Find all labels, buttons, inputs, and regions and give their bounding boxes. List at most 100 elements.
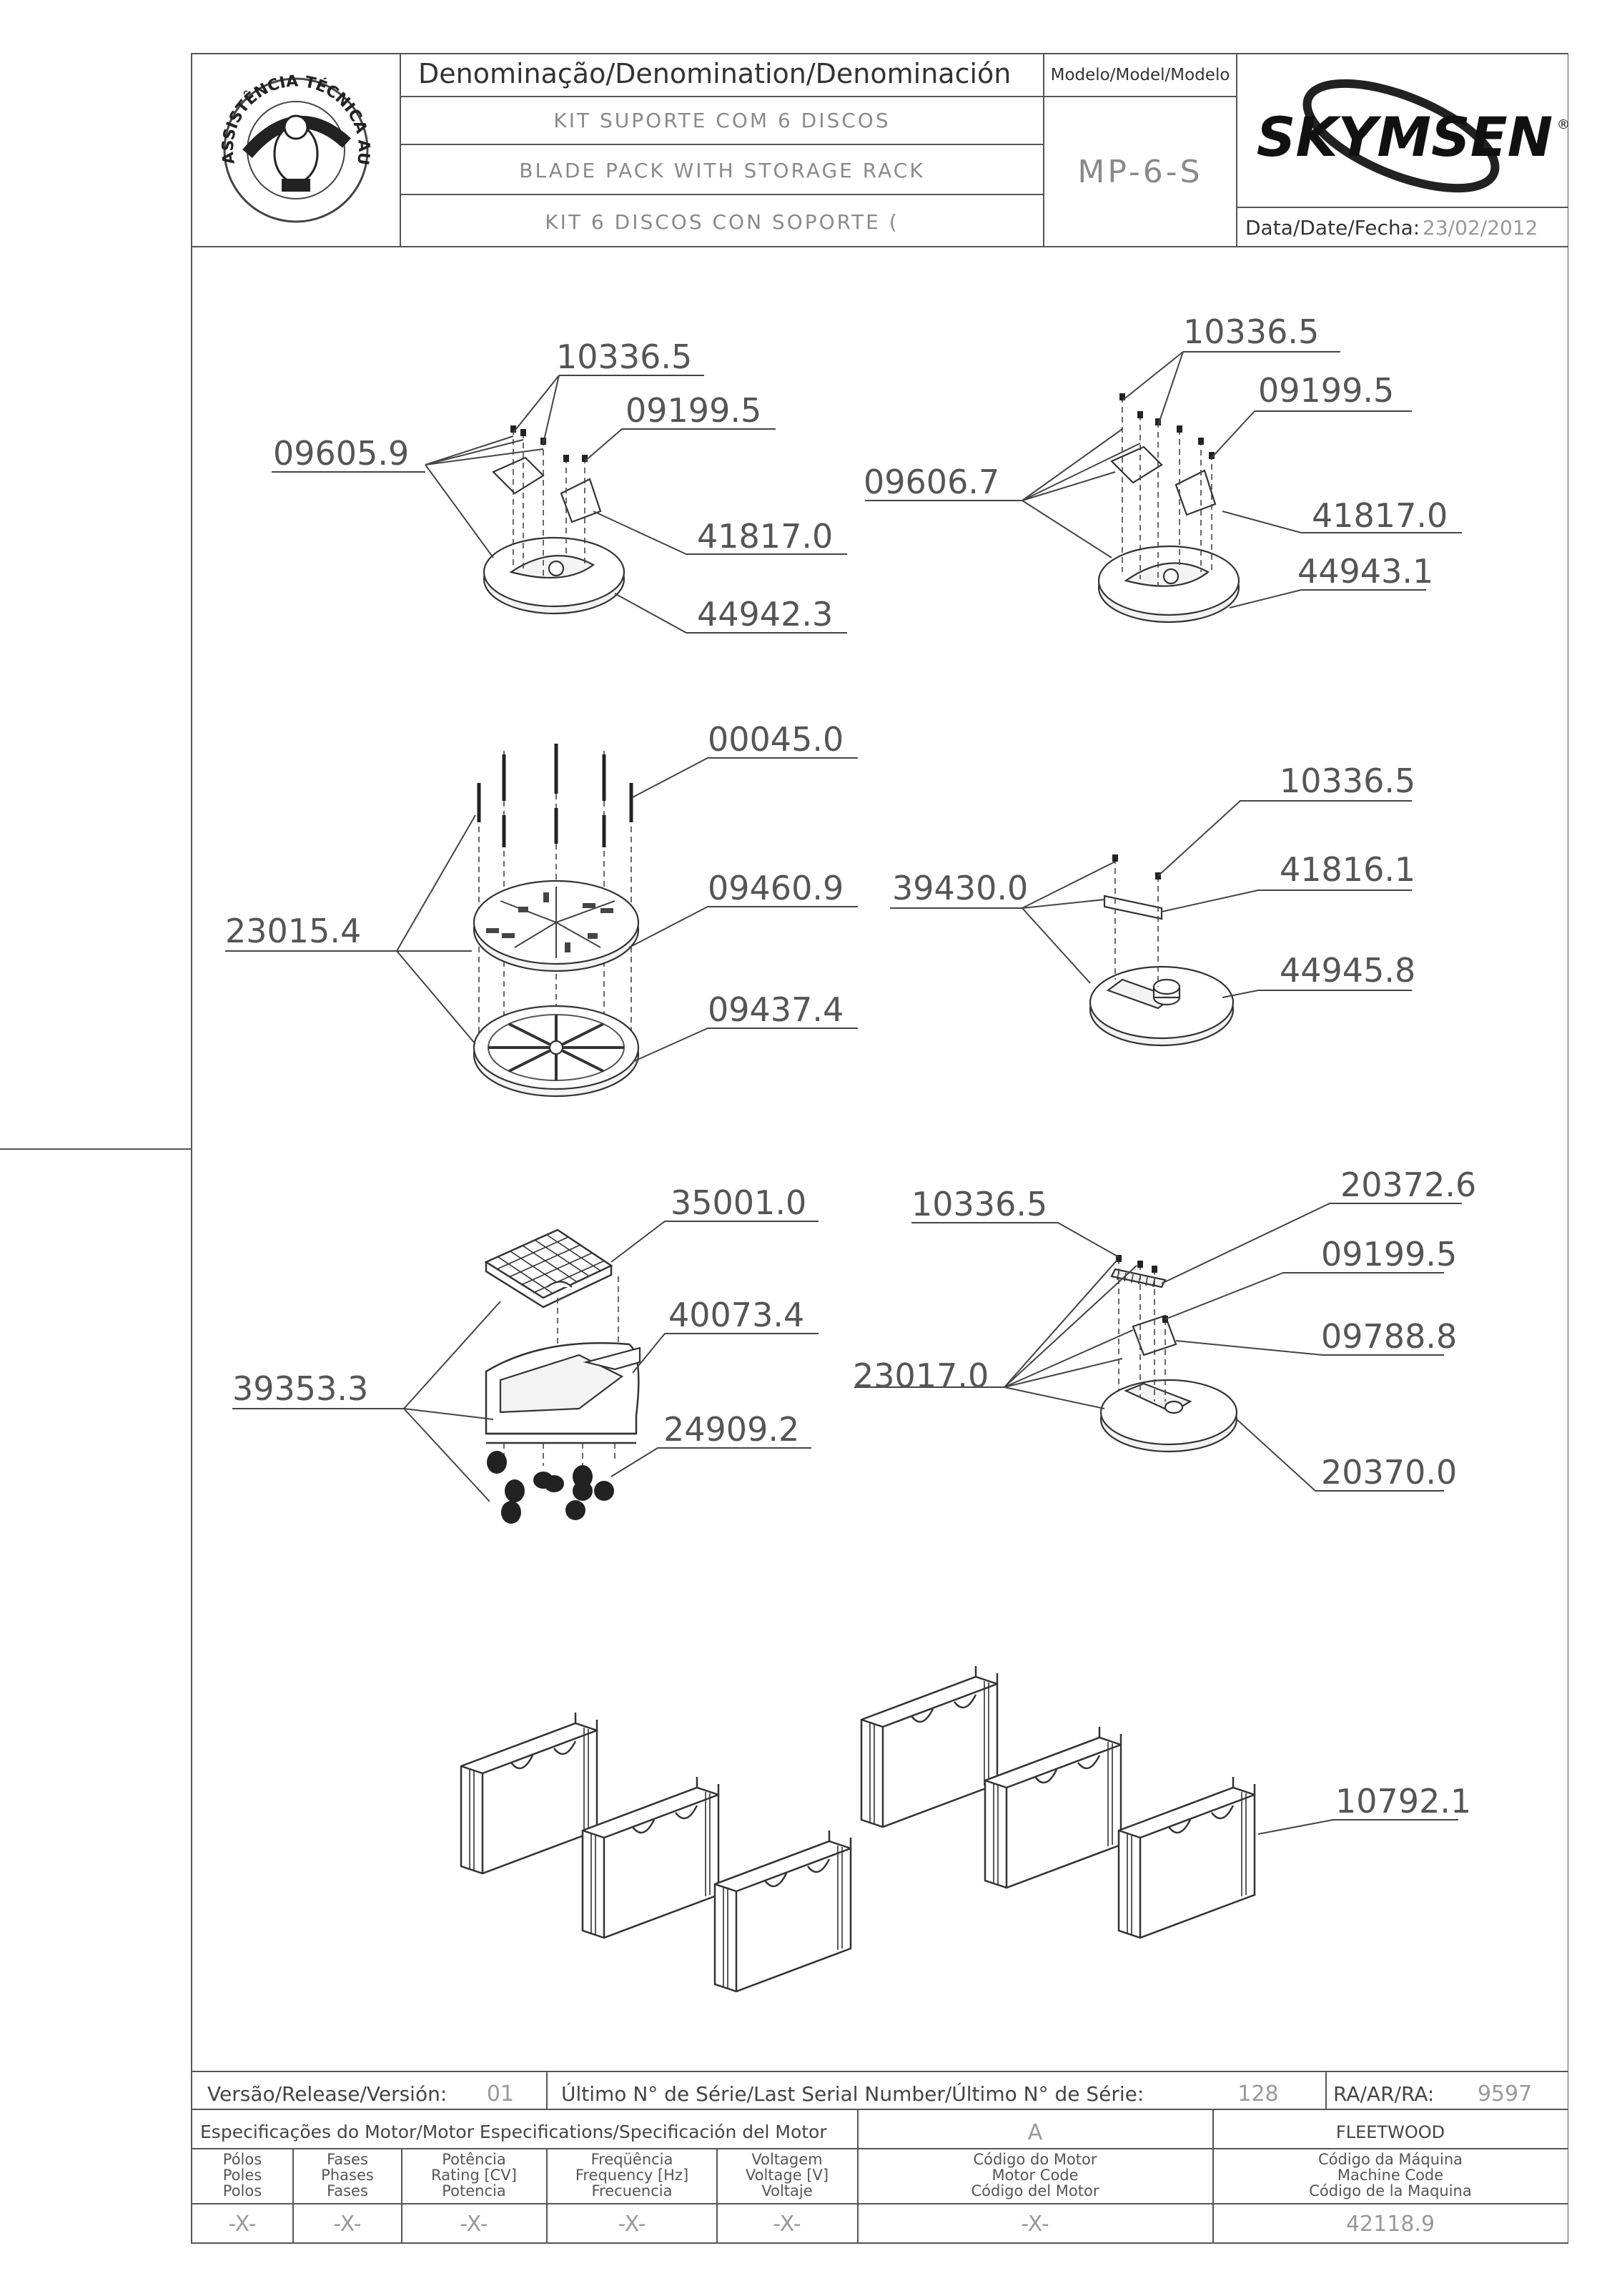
- storage-rack-part: [984, 1725, 1122, 1889]
- label-blade: 20372.6: [1340, 1166, 1476, 1204]
- label-disc: 44943.1: [1297, 552, 1433, 591]
- svg-text:-X-: -X-: [333, 2212, 361, 2237]
- rubber-feet-part: [487, 1451, 614, 1524]
- svg-text:Fases: Fases: [327, 2182, 368, 2199]
- julienne-blade-part: [1110, 1268, 1167, 1289]
- svg-text:Voltage [V]: Voltage [V]: [746, 2167, 829, 2184]
- customer-name: FLEETWOOD: [1336, 2122, 1445, 2142]
- svg-text:Código del Motor: Código del Motor: [971, 2182, 1099, 2199]
- svg-text:-X-: -X-: [773, 2212, 801, 2237]
- label-screw: 10336.5: [556, 337, 692, 376]
- part-group-slicer: 10336.5 39430.0 41816.1 44945.8: [890, 762, 1415, 1047]
- model-value: MP-6-S: [1077, 154, 1202, 190]
- svg-text:Frecuencia: Frecuencia: [592, 2182, 673, 2199]
- label-grater: 09460.9: [708, 869, 844, 907]
- part-group-julienne: 10336.5 20372.6 09199.5 23017.0 09788.8 …: [853, 1166, 1476, 1492]
- storage-rack-part: [1117, 1775, 1256, 1939]
- svg-text:-X-: -X-: [460, 2212, 488, 2237]
- label-plate: 41817.0: [1312, 496, 1448, 535]
- serial-label: Último N° de Série/Last Serial Number/Úl…: [561, 2081, 1144, 2106]
- label-assembly: 39353.3: [232, 1369, 368, 1408]
- label-washer: 09199.5: [1258, 371, 1394, 410]
- svg-text:Phases: Phases: [321, 2167, 374, 2184]
- label-plate: 09788.8: [1321, 1317, 1457, 1356]
- date-label: Data/Date/Fecha:: [1245, 216, 1420, 240]
- label-blade: 09605.9: [273, 434, 409, 473]
- version-value: 01: [487, 2081, 514, 2107]
- label-disc: 44945.8: [1280, 951, 1415, 990]
- storage-rack-part: [860, 1665, 999, 1828]
- spec-col-voltage: Voltagem Voltage [V] Voltaje -X-: [746, 2151, 829, 2237]
- svg-text:Voltaje: Voltaje: [761, 2182, 812, 2199]
- part-group-racks: 10792.1: [460, 1665, 1471, 1993]
- svg-text:-X-: -X-: [618, 2212, 646, 2237]
- svg-text:42118.9: 42118.9: [1346, 2212, 1435, 2237]
- storage-rack-part: [581, 1775, 720, 1939]
- spec-col-machine-code: Código da Máquina Machine Code Código de…: [1309, 2151, 1471, 2237]
- label-washer: 09199.5: [625, 391, 761, 430]
- label-plate: 41817.0: [697, 517, 833, 556]
- plate-part: [1175, 469, 1217, 516]
- blade-holder-part: [492, 456, 545, 495]
- spec-col-frequency: Freqüência Frequency [Hz] Frecuencia -X-: [575, 2151, 688, 2237]
- pin-part: [477, 744, 633, 847]
- motor-spec-value: A: [1028, 2120, 1043, 2145]
- svg-text:Poles: Poles: [223, 2167, 262, 2184]
- storage-rack-part: [460, 1711, 598, 1875]
- svg-text:Fases: Fases: [327, 2151, 368, 2168]
- part-group-disc-09606: 10336.5 09199.5 09606.7 41817.0 44943.1: [864, 312, 1462, 624]
- blade-holder-part: [1110, 445, 1163, 484]
- svg-text:Frequency [Hz]: Frequency [Hz]: [575, 2167, 688, 2184]
- motor-spec-label: Especificações do Motor/Motor Especifica…: [200, 2122, 827, 2142]
- svg-text:Motor Code: Motor Code: [992, 2167, 1078, 2184]
- spec-col-motor-code: Código do Motor Motor Code Código del Mo…: [971, 2151, 1099, 2237]
- label-pin: 00045.0: [708, 720, 844, 759]
- svg-text:Voltagem: Voltagem: [751, 2151, 822, 2168]
- label-assembly: 23015.4: [225, 912, 361, 950]
- part-group-dicer: 35001.0 39353.3 40073.4 24909.2: [232, 1183, 819, 1524]
- spec-col-poles: Pólos Poles Polos -X-: [223, 2151, 262, 2237]
- label-blade: 41816.1: [1280, 850, 1415, 889]
- skymsen-logo: SKYMSEN ®: [1257, 79, 1570, 193]
- svg-text:Código da Máquina: Código da Máquina: [1318, 2151, 1463, 2168]
- authorized-service-stamp: ASSISTÊNCIA TÉCNICA AUTORIZADA: [0, 0, 372, 223]
- label-body: 40073.4: [668, 1296, 804, 1334]
- brand-name: SKYMSEN: [1257, 105, 1553, 169]
- label-assembly: 39430.0: [892, 869, 1028, 907]
- label-rack: 10792.1: [1335, 1782, 1471, 1820]
- serial-value: 128: [1237, 2081, 1278, 2107]
- svg-text:Machine Code: Machine Code: [1337, 2167, 1443, 2184]
- spec-col-rating: Potência Rating [CV] Potencia -X-: [431, 2151, 517, 2237]
- denomination-label: Denominação/Denomination/Denominación: [418, 58, 1011, 89]
- svg-text:Potência: Potência: [442, 2151, 505, 2168]
- footer-block: Versão/Release/Versión: 01 Último N° de …: [192, 2071, 1568, 2243]
- svg-text:Potencia: Potencia: [442, 2182, 505, 2199]
- svg-text:-X-: -X-: [228, 2212, 256, 2237]
- label-washer: 09199.5: [1321, 1235, 1457, 1273]
- date-value: 23/02/2012: [1423, 216, 1538, 240]
- storage-rack-part: [713, 1829, 852, 1993]
- label-disc: 20370.0: [1321, 1453, 1457, 1492]
- label-screw: 10336.5: [1183, 312, 1319, 351]
- svg-text:Código do Motor: Código do Motor: [973, 2151, 1097, 2168]
- label-base: 09437.4: [708, 990, 844, 1029]
- label-disc: 44942.3: [697, 595, 833, 634]
- label-grid: 35001.0: [671, 1183, 806, 1222]
- svg-text:Freqüência: Freqüência: [591, 2151, 673, 2168]
- stamp-text: ASSISTÊNCIA TÉCNICA AUTORIZADA: [0, 0, 372, 166]
- name-en: BLADE PACK WITH STORAGE RACK: [519, 159, 924, 182]
- spec-col-phases: Fases Phases Fases -X-: [321, 2151, 374, 2237]
- dicing-grid-part: [484, 1228, 613, 1299]
- title-block: ASSISTÊNCIA TÉCNICA AUTORIZADA Denominaç…: [0, 0, 1570, 247]
- svg-text:Polos: Polos: [223, 2182, 262, 2199]
- name-es: KIT 6 DISCOS CON SOPORTE (: [545, 210, 899, 234]
- label-assembly: 23017.0: [853, 1356, 989, 1395]
- plate-part: [560, 478, 602, 523]
- slicer-blade-part: [1103, 895, 1163, 920]
- svg-text:Pólos: Pólos: [223, 2151, 262, 2168]
- version-label: Versão/Release/Versión:: [207, 2082, 447, 2106]
- label-screw: 10336.5: [1280, 762, 1415, 800]
- name-pt: KIT SUPORTE COM 6 DISCOS: [553, 109, 890, 132]
- part-group-disc-09605: 10336.5 09199.5 09605.9 41817.0 44942.3: [272, 337, 847, 634]
